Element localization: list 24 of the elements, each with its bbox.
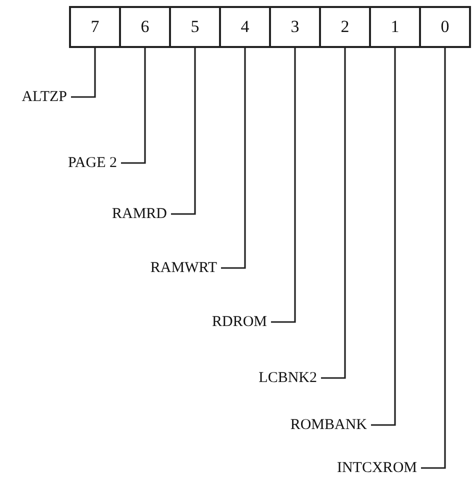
bit-cell: 7 bbox=[69, 6, 121, 48]
leader-line bbox=[371, 48, 396, 426]
leader-line bbox=[421, 48, 446, 469]
flag-label: RAMWRT bbox=[150, 259, 217, 277]
flag-label: PAGE 2 bbox=[68, 154, 117, 172]
flag-label: RAMRD bbox=[112, 205, 167, 223]
flag-label: ALTZP bbox=[22, 88, 67, 106]
flag-label: ROMBANK bbox=[290, 416, 367, 434]
bit-cell: 5 bbox=[169, 6, 221, 48]
leader-line bbox=[121, 48, 146, 164]
bit-cell: 1 bbox=[369, 6, 421, 48]
leader-line bbox=[271, 48, 296, 323]
bit-cell: 2 bbox=[319, 6, 371, 48]
flag-label: LCBNK2 bbox=[258, 369, 317, 387]
leader-line bbox=[71, 48, 96, 98]
flag-label: INTCXROM bbox=[336, 459, 417, 477]
leader-line bbox=[321, 48, 346, 379]
bit-cell: 6 bbox=[119, 6, 171, 48]
bit-cell: 3 bbox=[269, 6, 321, 48]
leader-line bbox=[171, 48, 196, 215]
flag-label: RDROM bbox=[212, 313, 267, 331]
bit-cell: 0 bbox=[419, 6, 471, 48]
leader-line bbox=[221, 48, 246, 269]
bit-cell: 4 bbox=[219, 6, 271, 48]
